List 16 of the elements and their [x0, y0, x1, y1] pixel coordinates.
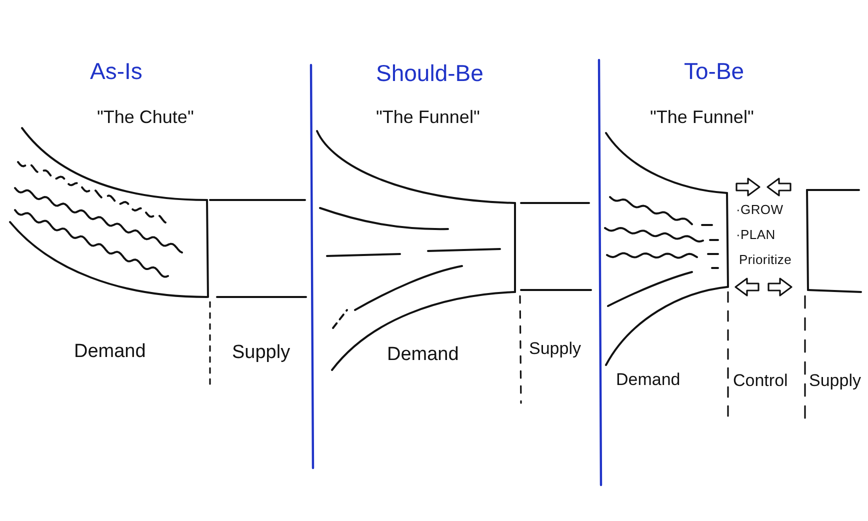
- region-label: Demand: [387, 344, 459, 366]
- region-label: Supply: [529, 339, 581, 359]
- region-label: Demand: [616, 370, 680, 390]
- region-label: Supply: [232, 342, 290, 364]
- list-item: ·GROW: [736, 203, 784, 218]
- list-item: ·PLAN: [736, 228, 776, 243]
- region-label: Demand: [74, 341, 146, 363]
- panel-subtitle: "The Chute": [97, 107, 194, 128]
- region-label: Supply: [809, 371, 861, 391]
- panel-subtitle: "The Funnel": [376, 107, 480, 128]
- panel-title: As-Is: [90, 58, 142, 84]
- panel-title: To-Be: [684, 58, 744, 84]
- panel-title: Should-Be: [376, 60, 484, 86]
- region-label: Control: [733, 371, 788, 391]
- panel-subtitle: "The Funnel": [650, 107, 754, 128]
- list-item: Prioritize: [739, 253, 792, 268]
